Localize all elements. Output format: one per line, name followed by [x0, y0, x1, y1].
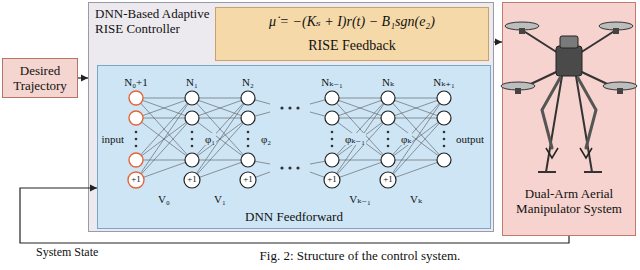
weight-lines: [388, 98, 444, 180]
figure-caption: Fig. 2: Structure of the control system.: [260, 249, 461, 263]
weight-label: Vₖ₋₁: [349, 193, 371, 205]
node-label: DNN Feedforward: [98, 210, 490, 225]
edge-label-holder: System State: [36, 246, 98, 259]
label-holder: Vₖ: [410, 193, 422, 205]
rotors: [501, 22, 637, 90]
label-holder: Vₖ₋₁: [349, 193, 371, 205]
bias-label: +1: [187, 175, 197, 185]
node-label: μ̇ = −(Kₛ + I)r(t) − B₁sgn(e₂): [216, 14, 488, 30]
feedback-box: μ̇ = −(Kₛ + I)r(t) − B₁sgn(e₂) RISE Feedb…: [215, 7, 489, 61]
ellipsis-dots: [135, 106, 446, 169]
activation-label: φₖ: [400, 133, 412, 145]
signal-arrow: [494, 41, 502, 42]
node-label: DNN-Based Adaptive RISE Controller: [95, 7, 211, 37]
node-label: Desired Trajectory: [3, 64, 77, 94]
signal-arrow: [20, 188, 569, 243]
text-holder: Desired Trajectory: [3, 64, 77, 94]
bias-label: +1: [243, 175, 253, 185]
label-holder: Nₖ₊₁: [433, 76, 455, 88]
signal-arrow: [78, 77, 88, 78]
robot-head: [560, 36, 578, 48]
weight-lines: [332, 98, 388, 180]
robot-body: [556, 46, 582, 76]
label-holder: φ₁: [204, 133, 216, 145]
input-box: Desired Trajectory: [2, 58, 78, 98]
layer-size: N₁: [186, 76, 198, 88]
motors: [515, 28, 623, 94]
text-holder: DNN-Based Adaptive RISE Controller: [95, 7, 211, 37]
weight-lines: [192, 98, 248, 180]
label-holder: +1: [383, 175, 393, 185]
weight-lines: [136, 98, 192, 180]
input-neurons: [128, 91, 144, 188]
text-holder: μ̇ = −(Kₛ + I)r(t) − B₁sgn(e₂): [216, 14, 488, 30]
node-label: RISE Feedback: [216, 38, 488, 54]
plant-box: Dual-Arm Aerial Manipulator System: [502, 2, 636, 236]
label-holder: input: [101, 133, 124, 145]
label-holder: +1: [131, 175, 141, 185]
label-holder: V₀: [158, 193, 170, 205]
grippers: [546, 148, 592, 158]
edge-label: System State: [36, 246, 98, 259]
io-label: input: [101, 133, 124, 145]
text-holder: RISE Feedback: [216, 38, 488, 54]
label-holder: Nₖ: [382, 76, 394, 88]
network-weights: [136, 98, 444, 180]
label-holder: +1: [327, 175, 337, 185]
bias-label: +1: [327, 175, 337, 185]
label-holder: φₖ₋₁: [344, 133, 366, 145]
weight-label: V₀: [158, 193, 170, 205]
layer-size: Nₖ: [382, 76, 394, 88]
weight-label: Vₖ: [410, 193, 422, 205]
label-holder: N₂: [242, 76, 254, 88]
controller-panel: μ̇ = −(Kₛ + I)r(t) − B₁sgn(e₂) RISE Feedb…: [88, 2, 494, 232]
label-holder: +1: [243, 175, 253, 185]
robot-arms: [542, 78, 596, 148]
label-holder: N₁: [186, 76, 198, 88]
bias-label: +1: [383, 175, 393, 185]
label-holder: Nₖ₋₁: [321, 76, 343, 88]
hidden-neurons: [184, 91, 451, 188]
activation-label: φ₂: [260, 133, 272, 145]
activation-label: φₖ₋₁: [344, 133, 366, 145]
text-holder: DNN Feedforward: [98, 210, 490, 225]
weight-stubs: [248, 98, 332, 180]
caption-holder: Fig. 2: Structure of the control system.: [260, 249, 461, 263]
label-holder: output: [456, 133, 484, 145]
layer-size: N₀+1: [124, 76, 147, 88]
label-holder: φₖ: [400, 133, 412, 145]
text-holder: Dual-Arm Aerial Manipulator System: [503, 187, 635, 217]
activation-label: φ₁: [204, 133, 216, 145]
label-holder: N₀+1: [124, 76, 147, 88]
label-holder: +1: [187, 175, 197, 185]
layer-size: N₂: [242, 76, 254, 88]
network-panel: DNN Feedforward: [97, 65, 491, 229]
label-holder: φ₂: [260, 133, 272, 145]
bias-label: +1: [131, 175, 141, 185]
label-holder: V₁: [214, 193, 226, 205]
io-label: output: [456, 133, 484, 145]
node-label: Dual-Arm Aerial Manipulator System: [503, 187, 635, 217]
robot-frame: [518, 30, 620, 172]
weight-label: V₁: [214, 193, 226, 205]
layer-size: Nₖ₋₁: [321, 76, 343, 88]
layer-size: Nₖ₊₁: [433, 76, 455, 88]
